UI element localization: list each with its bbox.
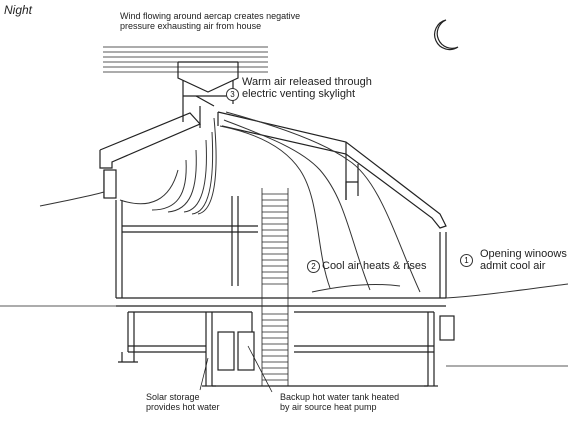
air-flow-lines (119, 111, 568, 299)
solar-storage-label: Solar storage provides hot water (146, 392, 220, 412)
warm-air-label: Warm air released through electric venti… (242, 76, 372, 100)
stair (261, 188, 289, 386)
upper-floor (122, 196, 258, 286)
wind-label: Wind flowing around aercap creates negat… (120, 11, 301, 31)
pointer-lines (199, 345, 273, 393)
step-2-badge: 2 (307, 260, 320, 273)
outer-walls (115, 200, 447, 298)
windows-label: Opening winoows admit cool air (480, 248, 567, 272)
solar-storage-tank (217, 331, 235, 371)
skylight-flap (195, 95, 215, 107)
skylight-body (199, 106, 219, 128)
moon-icon (434, 19, 459, 51)
basement (118, 311, 438, 387)
left-roof (99, 112, 202, 199)
wind-left-line (39, 191, 105, 207)
ground-lines (0, 305, 568, 367)
diagram-title: Night (4, 3, 33, 17)
wind-lines (103, 46, 268, 73)
main-floor (116, 297, 446, 307)
right-roof (217, 111, 447, 229)
step-1-badge: 1 (460, 254, 473, 267)
backup-tank-label: Backup hot water tank heated by air sour… (280, 392, 400, 412)
basement-window (439, 315, 455, 341)
step-3-badge: 3 (226, 88, 239, 101)
backup-hot-water-tank (237, 331, 255, 371)
cool-air-label: Cool air heats & rises (322, 260, 427, 272)
